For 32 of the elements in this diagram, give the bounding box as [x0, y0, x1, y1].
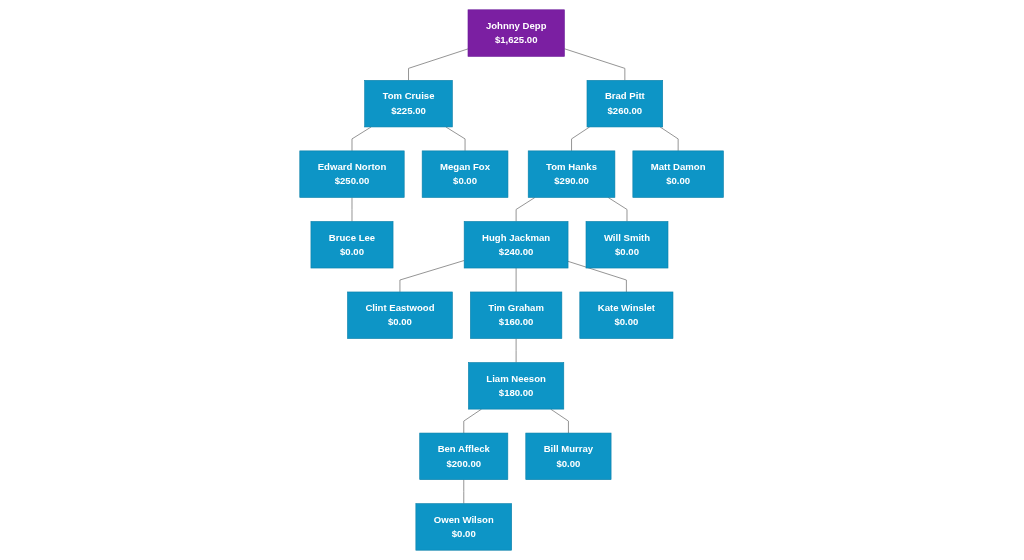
node-box: Will Smith $0.00 — [586, 221, 669, 269]
node-box: Tom Cruise $225.00 — [364, 80, 454, 128]
connector — [399, 260, 465, 293]
connector — [351, 197, 353, 222]
node-box: Ben Affleck $200.00 — [419, 432, 509, 480]
connector — [516, 338, 517, 363]
connector — [550, 408, 570, 434]
node-box: Bill Murray $0.00 — [525, 432, 612, 480]
node-box: Owen Wilson $0.00 — [415, 503, 513, 551]
node-box: Johnny Depp $1,625.00 — [468, 9, 566, 57]
node-box: Clint Eastwood $0.00 — [347, 291, 454, 339]
connector — [660, 126, 679, 152]
node-box: Liam Neeson $180.00 — [468, 362, 565, 410]
node-box: Tim Graham $160.00 — [470, 291, 563, 339]
connector — [351, 126, 372, 152]
connector — [408, 48, 469, 81]
node-box: Hugh Jackman $240.00 — [464, 221, 569, 269]
connector — [564, 48, 626, 81]
connector — [516, 197, 536, 222]
connector — [516, 267, 517, 293]
node-box: Brad Pitt $260.00 — [587, 80, 664, 128]
node-box: Kate Winslet $0.00 — [579, 291, 674, 339]
connector — [463, 479, 465, 505]
node-box: Bruce Lee $0.00 — [311, 221, 394, 269]
connector — [571, 126, 591, 152]
node-box: Matt Damon $0.00 — [632, 150, 725, 198]
connector — [567, 260, 628, 293]
node-box: Edward Norton $250.00 — [299, 150, 405, 198]
node-box: Tom Hanks $290.00 — [528, 150, 616, 198]
connector — [445, 126, 466, 152]
node-box: Megan Fox $0.00 — [422, 150, 509, 198]
connector — [608, 197, 628, 222]
